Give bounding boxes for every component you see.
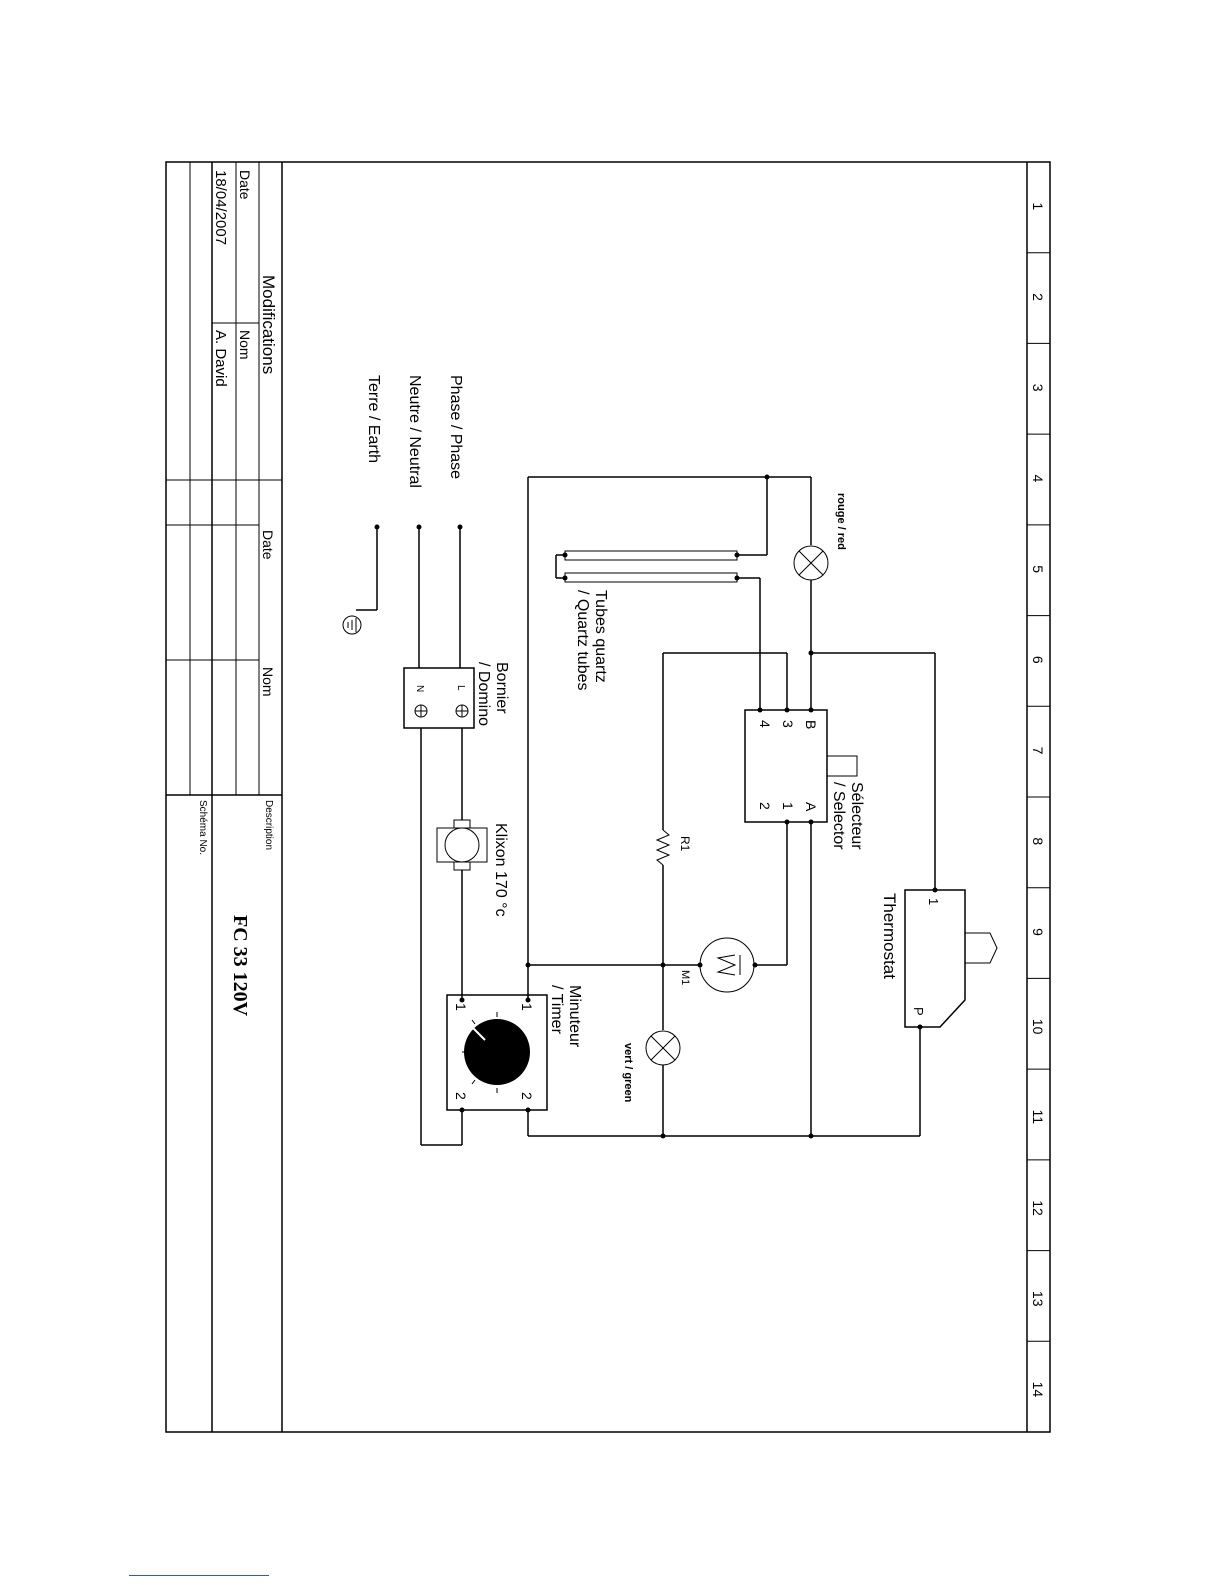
zone-number: 8 — [1030, 837, 1046, 845]
zone-number: 12 — [1030, 1200, 1046, 1216]
description-value: FC 33 120V — [229, 915, 251, 1017]
thermostat-pin-P: P — [911, 1007, 926, 1016]
earth-symbol-icon — [342, 615, 362, 635]
terminal-block-label-2: / Domino — [475, 662, 492, 726]
zone-number: 2 — [1030, 293, 1046, 301]
selector-pin-3: 3 — [780, 720, 796, 728]
selector-pin-4: 4 — [757, 720, 773, 728]
zone-number: 4 — [1030, 475, 1046, 483]
thermostat — [904, 887, 998, 1030]
zone-number: 3 — [1030, 384, 1046, 392]
nom-header: Nom — [237, 330, 253, 360]
footer-link-underline[interactable] — [129, 1575, 269, 1576]
red-lamp-icon — [793, 545, 829, 581]
zone-number: 1 — [1030, 202, 1046, 210]
nom-header-2: Nom — [260, 667, 276, 697]
selector-pin-1: 1 — [780, 802, 796, 810]
quartz-tubes-label-1: Tubes quartz — [592, 590, 609, 683]
earth-label: Terre / Earth — [365, 375, 382, 463]
terminal-block — [403, 667, 475, 729]
nom-value: A. David — [212, 330, 229, 387]
timer-pin-1b: 1 — [519, 1003, 535, 1011]
selector-pin-B: B — [803, 720, 819, 729]
zone-number: 5 — [1030, 565, 1046, 573]
zone-number: 9 — [1030, 928, 1046, 936]
zone-number: 7 — [1030, 747, 1046, 755]
supply-wires — [356, 524, 463, 668]
thermostat-label: Thermostat — [880, 893, 899, 979]
green-lamp-label: vert / green — [622, 1043, 634, 1103]
zone-number: 14 — [1030, 1382, 1046, 1398]
klixon-thermal-cutout — [436, 819, 488, 871]
zone-number: 13 — [1030, 1291, 1046, 1307]
selector-label-1: Sélecteur — [848, 782, 865, 850]
timer-label-2: / Timer — [548, 985, 565, 1035]
quartz-tubes-label-2: / Quartz tubes — [574, 590, 591, 691]
description-label: Description — [263, 800, 274, 850]
zone-number: 11 — [1030, 1110, 1046, 1125]
terminal-N-label: N — [414, 685, 425, 692]
selector-pin-2: 2 — [757, 802, 773, 810]
title-block — [166, 162, 283, 1432]
selector-switch — [744, 707, 858, 825]
date-header: Date — [237, 170, 253, 200]
timer-label-1: Minuteur — [566, 985, 583, 1048]
date-header-2: Date — [260, 530, 276, 560]
phase-label: Phase / Phase — [447, 375, 464, 479]
timer — [446, 994, 548, 1113]
motor-label: M1 — [679, 970, 691, 985]
timer-pin-2a: 2 — [453, 1092, 469, 1100]
red-lamp-label: rouge / red — [835, 493, 847, 550]
main-wiring — [525, 474, 936, 1139]
neutral-label: Neutre / Neutral — [406, 375, 423, 488]
timer-pin-2b: 2 — [519, 1092, 535, 1100]
sheet-border — [165, 161, 1051, 1433]
thermostat-pin-1: 1 — [926, 898, 941, 905]
resistor-label: R1 — [678, 836, 692, 852]
date-value: 18/04/2007 — [212, 170, 229, 245]
schema-label: Schéma No. — [197, 800, 208, 855]
terminal-block-label-1: Bornier — [493, 662, 510, 714]
zone-number: 6 — [1030, 656, 1046, 664]
terminal-L-label: L — [455, 685, 466, 691]
motor-icon — [697, 937, 758, 993]
klixon-label: Klixon 170 °c — [492, 823, 509, 917]
modifications-title: Modifications — [259, 275, 278, 374]
klixon-wires — [420, 728, 463, 1146]
zone-number: 10 — [1030, 1019, 1046, 1035]
selector-pin-A: A — [803, 802, 819, 812]
quartz-tubes — [562, 550, 740, 583]
green-lamp-icon — [645, 1030, 681, 1066]
timer-pin-1a: 1 — [453, 1003, 469, 1011]
selector-label-2: / Selector — [830, 782, 847, 850]
